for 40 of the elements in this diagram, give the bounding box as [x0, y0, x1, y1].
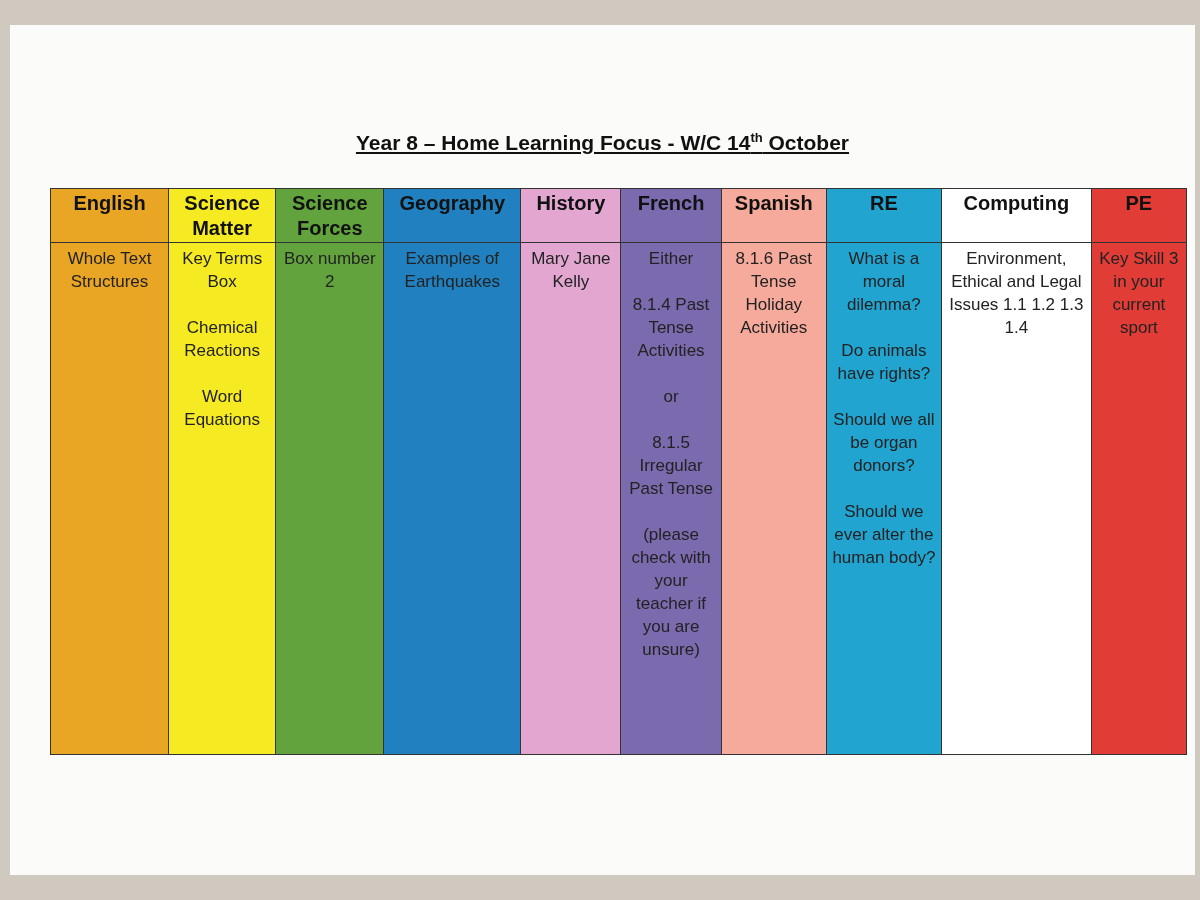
column-text: Box number 2: [282, 248, 377, 293]
subject-column: [826, 189, 942, 754]
subject-column: [276, 189, 385, 754]
column-heading: History: [536, 191, 606, 216]
column-text: Key Skill 3 in your current sport: [1098, 248, 1180, 339]
column-text: Should we ever alter the human body?: [831, 501, 937, 569]
subject-column: [51, 189, 170, 754]
column-text: 8.1.5 Irregular Past Tense: [628, 432, 714, 500]
column-text: Do animals have rights?: [836, 340, 932, 385]
subject-column: [384, 189, 522, 754]
column-text: Either: [648, 248, 694, 270]
subject-column: [621, 189, 722, 754]
column-text: Mary Jane Kelly: [530, 248, 612, 293]
column-text: 8.1.6 Past Tense Holiday Activities: [734, 248, 814, 339]
column-text: Should we all be organ donors?: [832, 409, 936, 477]
column-text: Environment, Ethical and Legal Issues 1.1 1.2 1.3 1.4: [948, 248, 1085, 339]
column-heading: English: [73, 191, 146, 216]
column-heading: RE: [870, 191, 898, 216]
column-text: Chemical Reactions: [183, 317, 261, 362]
column-text: Examples of Earthquakes: [403, 248, 502, 293]
column-heading: Computing: [963, 191, 1070, 216]
column-text: Word Equations: [183, 386, 261, 431]
column-heading: Science Matter: [183, 191, 261, 241]
subject-column: [941, 189, 1092, 754]
subject-column: [1091, 189, 1186, 754]
column-text: Whole Text Structures: [66, 248, 153, 293]
column-heading: Science Forces: [291, 191, 369, 241]
column-text: 8.1.4 Past Tense Activities: [631, 294, 711, 362]
subject-column: [721, 189, 827, 754]
column-text: (please check with your teacher if you are unsure): [630, 524, 712, 661]
column-heading: Spanish: [734, 191, 813, 216]
column-text: Key Terms Box: [181, 248, 264, 293]
title: Year 8 – Home Learning Focus - W/C 14$^{th}$ October: [354, 130, 851, 155]
subject-column: [169, 189, 277, 754]
column-heading: French: [637, 191, 705, 216]
column-heading: PE: [1125, 191, 1153, 216]
column-text: or: [663, 386, 679, 408]
column-text: What is a moral dilemma?: [846, 248, 922, 316]
column-heading: Geography: [399, 191, 506, 216]
subject-column: [521, 189, 622, 754]
